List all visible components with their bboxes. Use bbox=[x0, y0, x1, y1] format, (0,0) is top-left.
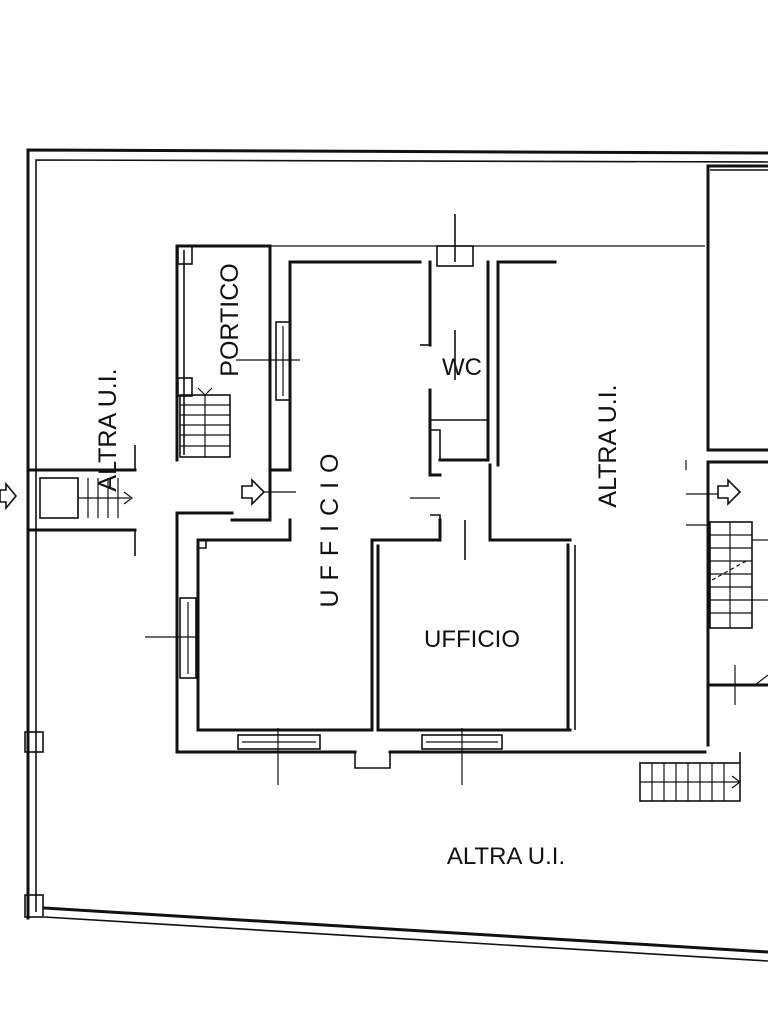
entrance-right bbox=[685, 460, 742, 526]
window-bottom-1 bbox=[237, 734, 321, 750]
windows bbox=[145, 321, 503, 785]
corner-pillar bbox=[24, 894, 44, 918]
label-portico: PORTICO bbox=[216, 263, 244, 376]
entrance-arrow-icon bbox=[717, 478, 742, 506]
label-ufficio: UFFICIO bbox=[424, 626, 520, 653]
portico-stairs bbox=[179, 387, 231, 458]
entrance-left bbox=[0, 445, 137, 556]
portico-pillar-top bbox=[177, 245, 193, 265]
label-altra-ui-right: ALTRA U.I. bbox=[594, 384, 622, 507]
label-wc: WC bbox=[442, 354, 482, 381]
label-ufficio-vertical: UFFICIO bbox=[316, 445, 344, 608]
window-ufficio-2 bbox=[179, 597, 197, 679]
outer-boundary bbox=[24, 148, 768, 962]
bottom-right-stairs bbox=[639, 752, 741, 802]
window-ufficio-1 bbox=[275, 321, 291, 401]
entrance-arrow-icon bbox=[0, 481, 18, 511]
label-altra-ui-bottom: ALTRA U.I. bbox=[447, 843, 565, 870]
office-walls bbox=[175, 260, 707, 769]
entrance-portico bbox=[241, 478, 296, 506]
portico-pillar-mid bbox=[177, 377, 193, 397]
side-pillar bbox=[24, 731, 44, 753]
entrance-arrow-icon bbox=[241, 478, 266, 506]
wc-block bbox=[420, 214, 490, 540]
right-stairs bbox=[709, 521, 768, 705]
label-altra-ui-left: ALTRA U.I. bbox=[94, 368, 122, 491]
portico bbox=[175, 244, 705, 522]
right-block bbox=[706, 164, 768, 747]
